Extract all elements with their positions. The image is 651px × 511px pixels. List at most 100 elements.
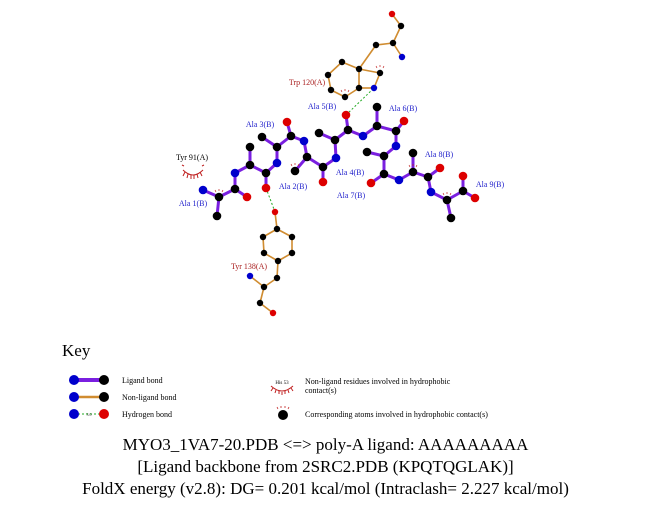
atom-o (271, 208, 279, 216)
atom-c (362, 147, 372, 157)
hydrophobic-atom-mark (340, 89, 350, 93)
atom-n (246, 272, 254, 280)
hydrophobic-residue-eyelash-icon (181, 164, 205, 179)
atom-n (230, 168, 240, 178)
atom-c (343, 125, 353, 135)
atom-n (370, 84, 378, 92)
atom-c (442, 195, 452, 205)
atom-c (314, 128, 324, 138)
nonligand-bond (358, 68, 381, 74)
ligand-residue-label-6: Ala 6(B) (389, 104, 418, 113)
molecule-diagram: Ala 1(B)Ala 2(B)Ala 3(B)Ala 4(B)Ala 5(B)… (176, 10, 504, 317)
key-hbond-sample: 3.0 (69, 409, 109, 419)
atom-c (341, 93, 349, 101)
atom-c (214, 192, 224, 202)
ligand-residue-label-5: Ala 5(B) (308, 102, 337, 111)
key-hydrophobic-example: His 53 (275, 381, 289, 386)
key-nonligand-bond-label: Non-ligand bond (122, 393, 177, 402)
atom-c (273, 274, 281, 282)
atom-c (446, 213, 456, 223)
key-ligand-bond-sample (69, 375, 109, 385)
key-hydrogen-bond-label: Hydrogen bond (122, 410, 172, 419)
atom-c (330, 135, 340, 145)
key-hydrophobic-eyelash-icon (270, 385, 294, 395)
hydrophobic-atom-mark (408, 164, 418, 168)
atom-o (399, 116, 409, 126)
atom-n (198, 185, 208, 195)
atom-n (272, 158, 282, 168)
atom-n (391, 141, 401, 151)
atom-c (261, 168, 271, 178)
atom-c (273, 225, 281, 233)
atom-c (259, 233, 267, 241)
atom-n (331, 153, 341, 163)
ligand-residue-label-7: Ala 7(B) (337, 191, 366, 200)
atom-c (408, 167, 418, 177)
atom-c (372, 121, 382, 131)
ligand-residue-label-4: Ala 4(B) (336, 168, 365, 177)
atom-o (470, 193, 480, 203)
hydrophobic-atom-mark (375, 65, 385, 69)
residue-label-trp120: Trp 120(A) (289, 78, 326, 87)
ligand-residue-label-8: Ala 8(B) (425, 150, 454, 159)
hydrophobic-atom-mark (214, 189, 224, 193)
caption-line-3: FoldX energy (v2.8): DG= 0.201 kcal/mol … (82, 479, 569, 498)
caption-line-2: [Ligand backbone from 2SRC2.PDB (KPQTQGL… (137, 457, 514, 476)
atom-o (261, 183, 271, 193)
atom-c (376, 69, 384, 77)
hydrophobic-atom-mark (290, 163, 300, 167)
atom-c (302, 152, 312, 162)
atom-c (230, 184, 240, 194)
atom-c (355, 65, 363, 73)
key-nonligand-bond-sample (69, 392, 109, 402)
atom-c (389, 39, 397, 47)
atom-c (458, 186, 468, 196)
atom-c (355, 84, 363, 92)
key-title: Key (62, 341, 91, 360)
atom-c (274, 257, 282, 265)
key-hydrophobic-residues-label: Non-ligand residues involved in hydropho… (305, 377, 451, 395)
atom-c (212, 211, 222, 221)
atom-c (372, 102, 382, 112)
atom-o (269, 309, 277, 317)
key-hydrophobic-atoms-label: Corresponding atoms involved in hydropho… (305, 410, 488, 419)
atom-c (318, 162, 328, 172)
atom-c (286, 131, 296, 141)
atom-c (260, 283, 268, 291)
atom-o (242, 192, 252, 202)
residue-label-tyr138: Tyr 138(A) (231, 262, 267, 271)
atom-c (423, 172, 433, 182)
atom-c (288, 249, 296, 257)
atom-n (299, 136, 309, 146)
atom-c (324, 71, 332, 79)
atom-c (397, 22, 405, 30)
atom-c (245, 160, 255, 170)
atom-c (372, 41, 380, 49)
atom-c (272, 142, 282, 152)
atom-n (394, 175, 404, 185)
atom-o (318, 177, 328, 187)
atom-o (458, 171, 468, 181)
atom-n (426, 187, 436, 197)
atom-c (260, 249, 268, 257)
key-hydrophobic-atom-icon (276, 406, 290, 420)
residue-label-tyr91: Tyr 91(A) (176, 153, 208, 162)
atom-c (256, 299, 264, 307)
key-hbond-distance: 3.0 (87, 412, 92, 417)
atom-o (282, 117, 292, 127)
atom-c (327, 86, 335, 94)
atom-o (366, 178, 376, 188)
atom-n (358, 131, 368, 141)
atom-c (408, 148, 418, 158)
atom-c (288, 233, 296, 241)
caption-line-1: MYO3_1VA7-20.PDB <=> poly-A ligand: AAAA… (122, 435, 529, 454)
hydrogen-bond (345, 87, 375, 116)
key-ligand-bond-label: Ligand bond (122, 376, 163, 385)
atom-c (245, 142, 255, 152)
atom-c (257, 132, 267, 142)
atom-o (341, 110, 351, 120)
ligand-residue-label-3: Ala 3(B) (246, 120, 275, 129)
atom-o (388, 10, 396, 18)
